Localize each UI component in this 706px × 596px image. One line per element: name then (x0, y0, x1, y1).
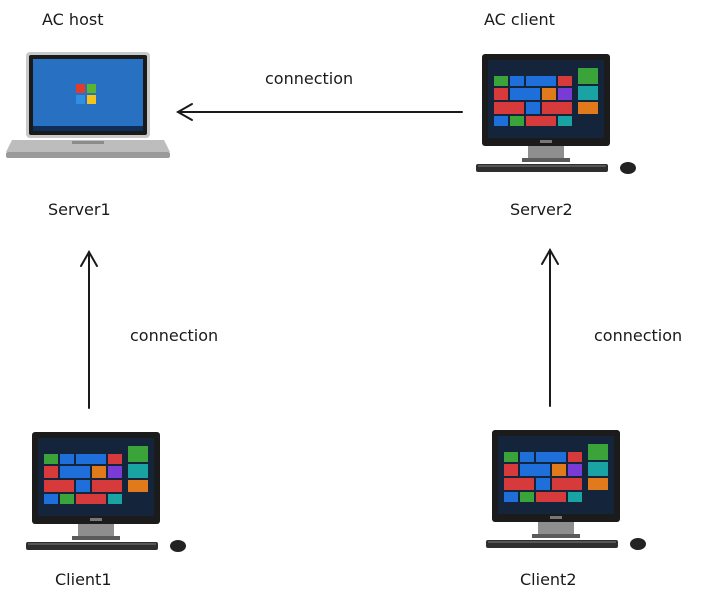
arrow-server2-to-server1 (175, 103, 463, 121)
client2-name-label: Client2 (520, 570, 577, 589)
client2-desktop-icon (486, 430, 646, 550)
server1-laptop-icon (6, 52, 170, 158)
server1-name-label: Server1 (48, 200, 111, 219)
arrow-client2-to-server2 (541, 247, 559, 407)
connection-label-client1: connection (130, 326, 219, 345)
connection-label-client2: connection (594, 326, 683, 345)
server2-name-label: Server2 (510, 200, 573, 219)
client1-desktop-icon (26, 432, 186, 552)
client1-name-label: Client1 (55, 570, 112, 589)
server1-role-label: AC host (42, 10, 104, 29)
server2-role-label: AC client (484, 10, 555, 29)
server2-desktop-icon (476, 54, 636, 174)
connection-label-servers: connection (265, 69, 354, 88)
arrow-client1-to-server1 (80, 249, 98, 409)
